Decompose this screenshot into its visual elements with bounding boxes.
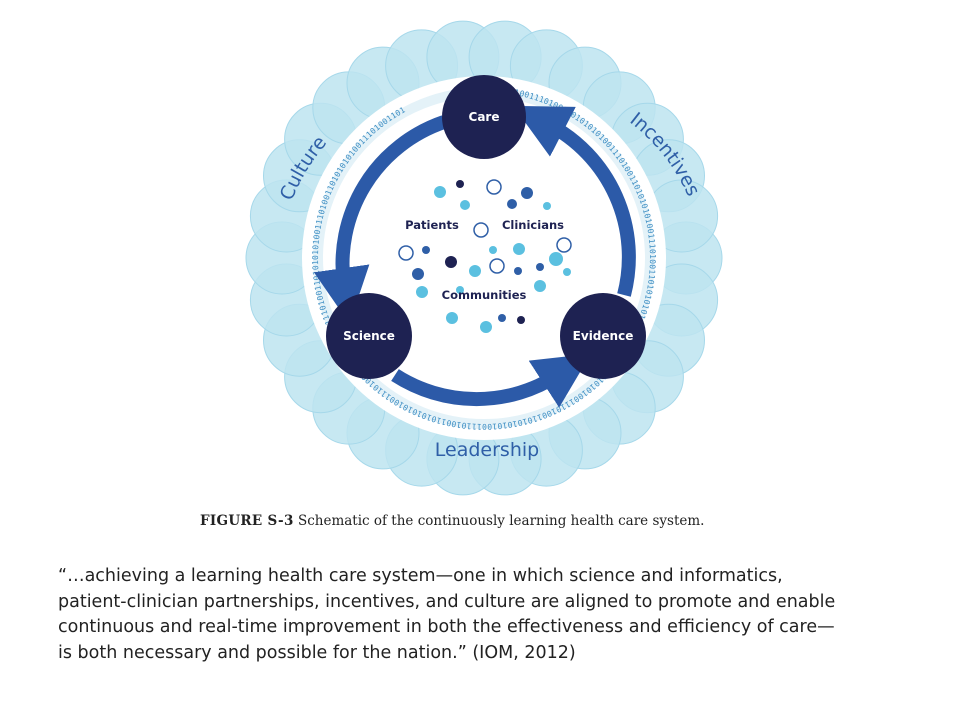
learning-health-system-diagram: 1010101001110100110101010100111010011010…: [245, 20, 723, 496]
population-dot: [456, 180, 464, 188]
population-dot: [534, 280, 546, 292]
group-label-clinicians: Clinicians: [502, 218, 564, 232]
quote-line-1: “…achieving a learning health care syste…: [58, 566, 783, 586]
population-dot: [563, 268, 571, 276]
population-dot: [480, 321, 492, 333]
population-dot: [486, 179, 502, 195]
figure-caption-text: Schematic of the continuously learning h…: [297, 513, 705, 529]
arrow-evidence-to-care: [513, 105, 636, 297]
quote-line-3: continuous and real-time improvement in …: [58, 617, 835, 637]
population-dot: [416, 286, 428, 298]
population-dot: [543, 202, 551, 210]
population-dot: [514, 267, 522, 275]
group-label-patients: Patients: [405, 218, 459, 232]
population-dot: [536, 263, 544, 271]
figure-caption: FIGURE S-3 Schematic of the continuously…: [200, 513, 900, 529]
population-dot: [456, 286, 464, 294]
population-dot: [507, 199, 517, 209]
svg-text:Care: Care: [469, 110, 500, 124]
node-evidence: Evidence: [560, 293, 646, 379]
population-dot: [445, 256, 457, 268]
population-dot: [434, 186, 446, 198]
iom-quote: “…achieving a learning health care syste…: [58, 564, 928, 666]
population-dot: [513, 243, 525, 255]
population-dot: [398, 245, 414, 261]
population-dot: [446, 312, 458, 324]
population-dot: [412, 268, 424, 280]
group-label-communities: Communities: [442, 288, 527, 302]
quote-line-4: is both necessary and possible for the n…: [58, 642, 576, 663]
population-dot: [498, 314, 506, 322]
svg-text:Evidence: Evidence: [573, 329, 634, 343]
figure-number: FIGURE S-3: [200, 513, 294, 529]
population-dot: [489, 258, 505, 274]
population-dot: [521, 187, 533, 199]
quote-line-2: patient-clinician partnerships, incentiv…: [58, 591, 836, 612]
population-dot: [489, 246, 497, 254]
ring-label-leadership: Leadership: [435, 439, 539, 461]
population-dot: [460, 200, 470, 210]
population-dot: [517, 316, 525, 324]
cycle-arrows: [313, 105, 636, 408]
population-dot: [422, 246, 430, 254]
population-dots: [398, 179, 572, 333]
population-dot: [469, 265, 481, 277]
population-dot: [549, 252, 563, 266]
population-dot: [473, 222, 489, 238]
arrow-care-to-science: [313, 115, 447, 324]
node-care: Care: [442, 75, 526, 159]
arrow-science-to-evidence: [391, 353, 591, 408]
node-science: Science: [326, 293, 412, 379]
population-dot: [556, 237, 572, 253]
svg-text:Science: Science: [343, 329, 395, 343]
